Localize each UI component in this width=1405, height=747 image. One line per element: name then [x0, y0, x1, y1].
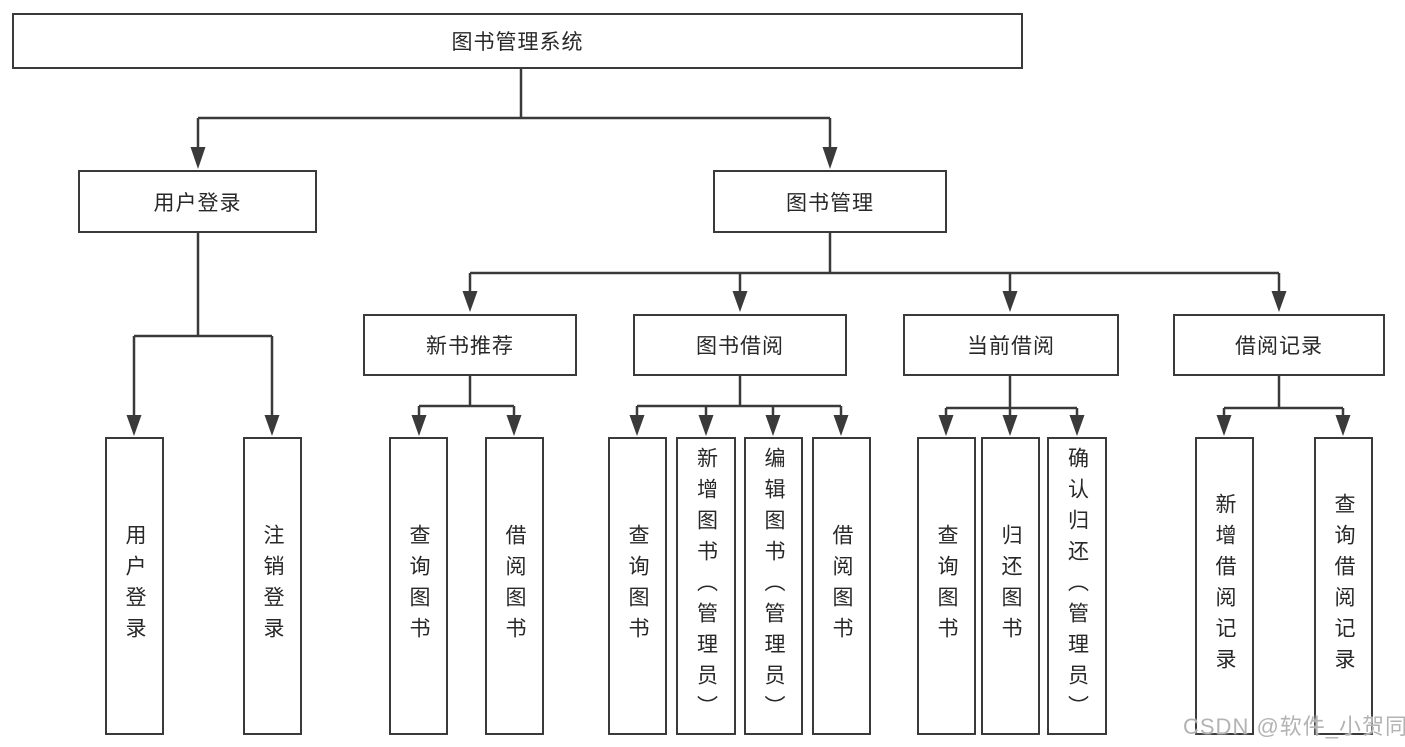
leaf-query-borrow-record: 查询借阅记录 — [1314, 437, 1373, 735]
connector-user-login — [132, 233, 274, 418]
leaf-query-books-3: 查询图书 — [917, 437, 976, 735]
leaf-user-login: 用户登录 — [105, 437, 164, 735]
leaf-logout: 注销登录 — [243, 437, 302, 735]
leaf-borrow-books-2: 借阅图书 — [812, 437, 871, 735]
connector-book-borrow — [635, 376, 843, 418]
leaf-return-books: 归还图书 — [981, 437, 1040, 735]
connector-current-borrow — [944, 376, 1079, 418]
leaf-confirm-return-admin: 确认归还（管理员） — [1047, 437, 1107, 735]
node-new-book-recommend: 新书推荐 — [363, 314, 577, 376]
leaf-borrow-books-1: 借阅图书 — [485, 437, 544, 735]
node-current-borrowing: 当前借阅 — [903, 314, 1119, 376]
arrowheads — [126, 147, 1351, 436]
node-book-borrowing: 图书借阅 — [633, 314, 847, 376]
csdn-watermark: CSDN @软件_小贺同学 — [1183, 714, 1405, 739]
connector-root — [196, 69, 832, 150]
leaf-query-books-1: 查询图书 — [389, 437, 448, 735]
leaf-edit-book-admin: 编辑图书（管理员） — [744, 437, 803, 735]
leaf-add-book-admin: 新增图书（管理员） — [676, 437, 736, 735]
node-user-login: 用户登录 — [78, 170, 317, 233]
connector-new-book — [417, 376, 516, 418]
node-book-management: 图书管理 — [713, 170, 947, 233]
connector-borrow-record — [1222, 376, 1345, 418]
leaf-add-borrow-record: 新增借阅记录 — [1195, 437, 1254, 735]
node-book-management-system: 图书管理系统 — [12, 13, 1023, 69]
node-borrowing-records: 借阅记录 — [1173, 314, 1385, 376]
leaf-query-books-2: 查询图书 — [608, 437, 667, 735]
connector-book-management — [468, 233, 1281, 294]
